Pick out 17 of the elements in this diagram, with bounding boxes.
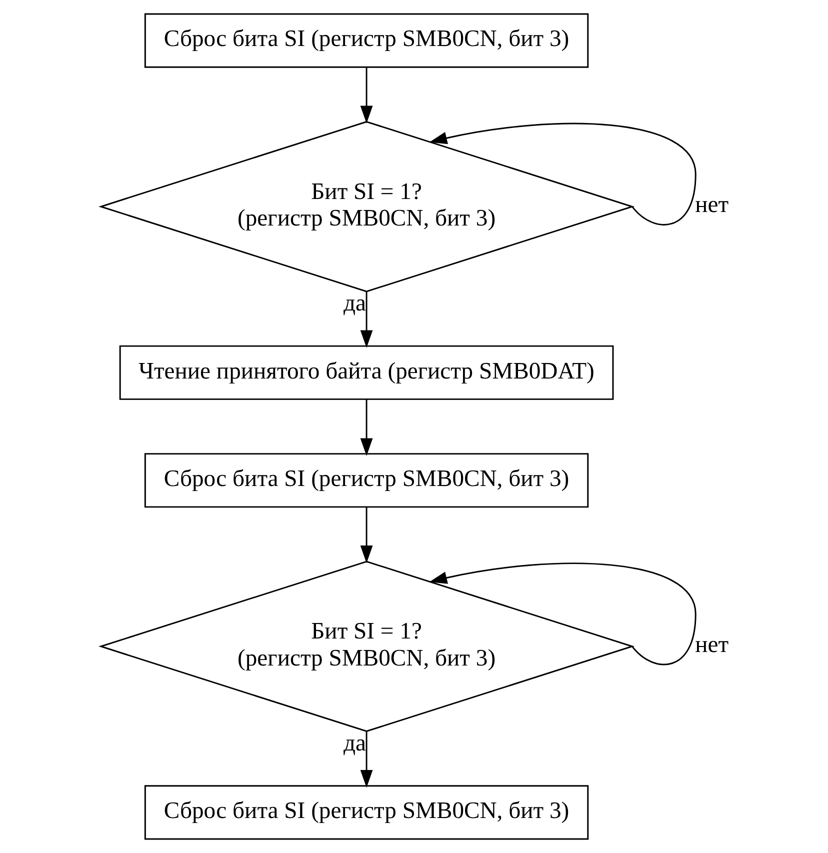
arrow [360,292,372,348]
edge-label: да [342,290,366,317]
arrow [360,507,372,564]
node-box: Сброс бита SI (регистр SMB0CN, бит 3) [144,785,588,840]
node-box: Чтение принятого байта (регистр SMB0DAT) [118,345,614,400]
arrow [428,123,696,226]
node-diamond: Бит SI = 1? (регистр SMB0CN, бит 3) [98,120,634,292]
node-box: Сброс бита SI (регистр SMB0CN, бит 3) [144,13,588,68]
arrow [360,68,372,124]
edge-label: нет [694,632,728,658]
arrow [360,731,372,788]
edge-label: нет [694,192,728,218]
node-diamond: Бит SI = 1? (регистр SMB0CN, бит 3) [98,560,634,732]
edge-label: да [342,730,366,756]
node-box: Сброс бита SI (регистр SMB0CN, бит 3) [144,453,588,508]
arrow [360,399,372,456]
arrow [428,562,696,666]
